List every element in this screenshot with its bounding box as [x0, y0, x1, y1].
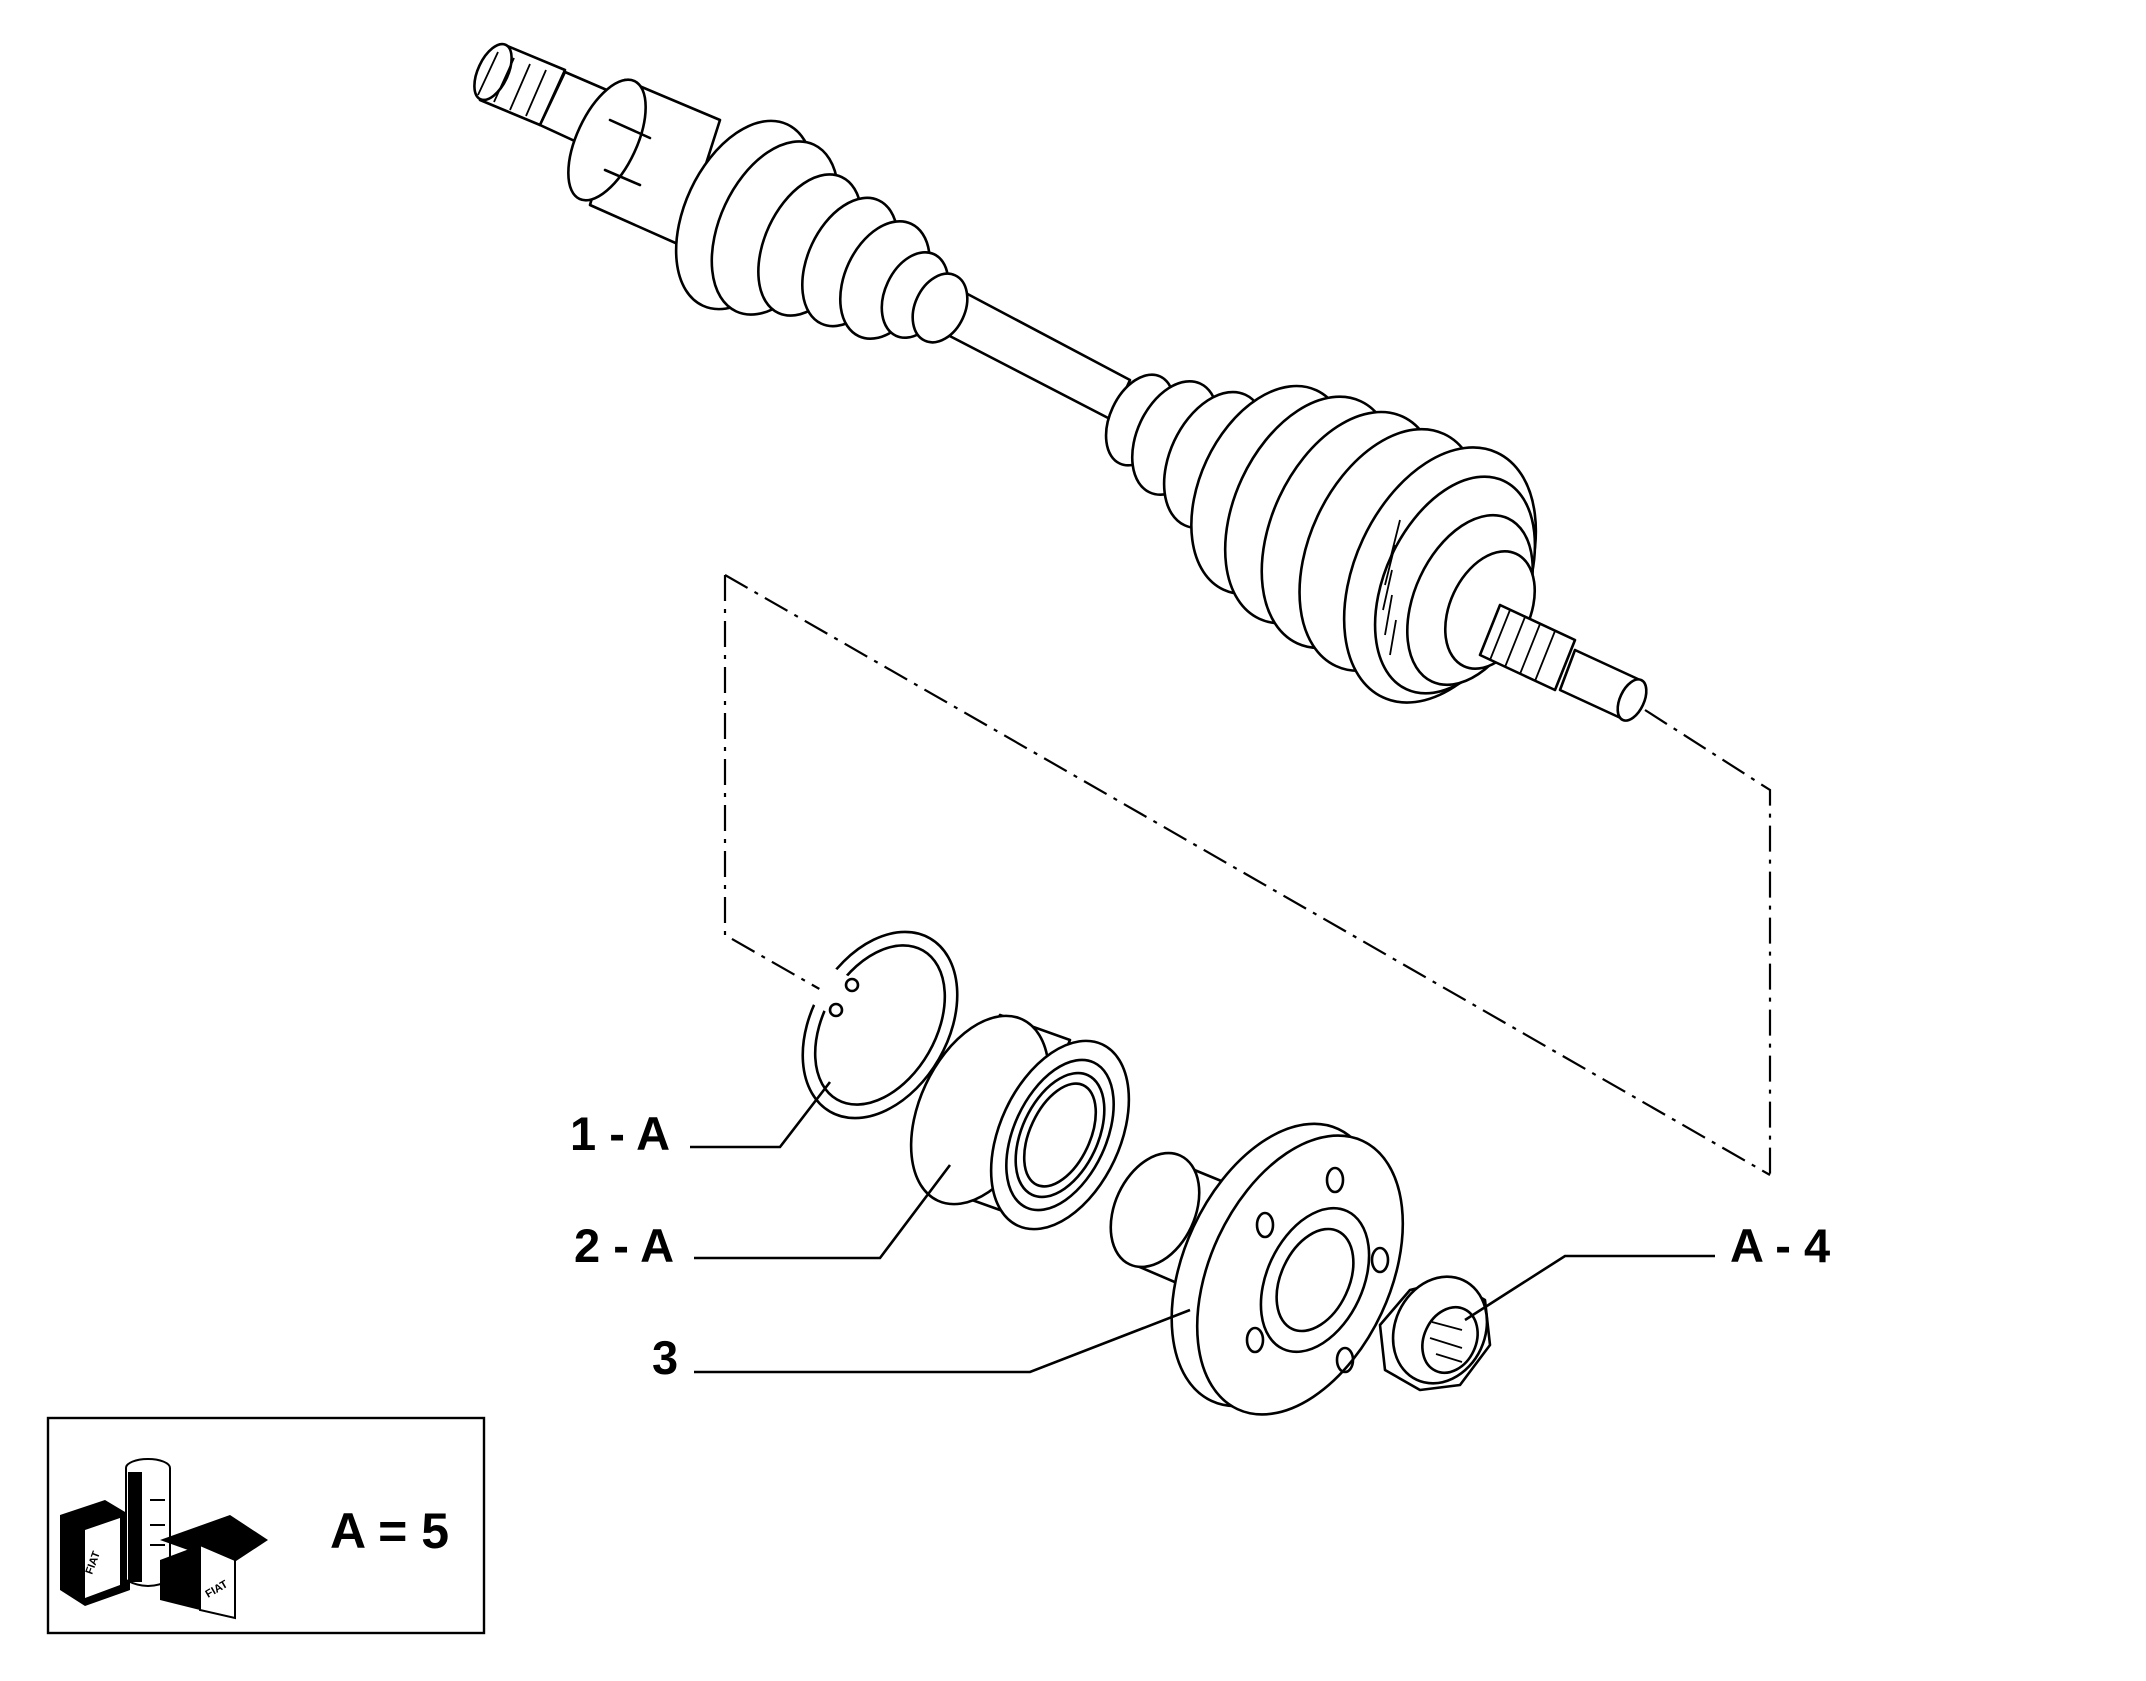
callout-4-label: A - 4 [1730, 1219, 1830, 1272]
callout-2-label: 2 - A [574, 1219, 674, 1272]
callout-4: A - 4 [1464, 1219, 1830, 1322]
callout-1: 1 - A [570, 1081, 832, 1160]
callout-1-label: 1 - A [570, 1107, 670, 1160]
callout-3-label: 3 [652, 1331, 678, 1384]
circlip-ring [801, 930, 959, 1120]
fiat-kit-logo: FIAT FIAT [60, 1458, 268, 1620]
inner-boot [674, 119, 969, 344]
outer-boot [1104, 373, 1482, 673]
hub-nut [1378, 1275, 1492, 1392]
wheel-bearing [909, 1013, 1131, 1231]
legend-text: A = 5 [330, 1503, 449, 1559]
outer-spline-stub [1478, 603, 1648, 722]
legend-box: FIAT FIAT A = 5 [46, 1416, 486, 1635]
drive-shaft-assembly [473, 42, 1648, 722]
callout-2: 2 - A [574, 1164, 952, 1272]
assembly-guide-line [723, 574, 1772, 1176]
wheel-hub [1109, 1122, 1405, 1416]
callout-3: 3 [652, 1308, 1191, 1384]
